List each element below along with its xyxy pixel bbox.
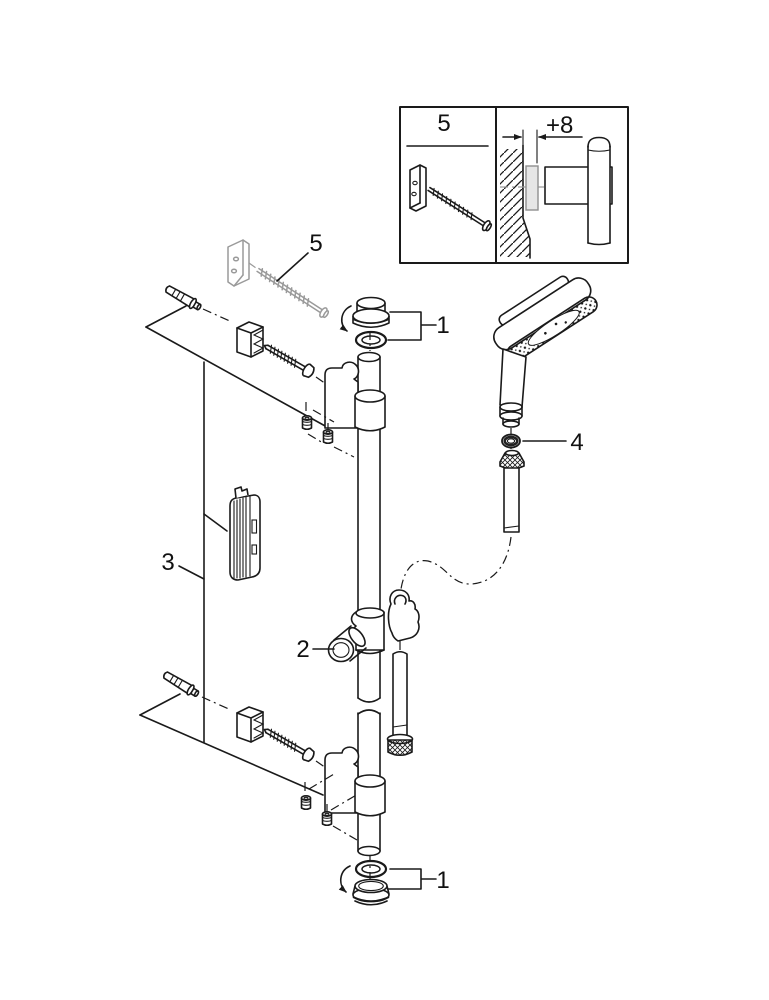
mounting-screw-top [260,339,317,380]
dimension-plus8: +8 [502,112,583,164]
long-screw-icon [427,186,493,232]
rail-section [587,136,611,246]
long-screw-gray [256,267,330,319]
axis-line [315,376,327,385]
axis-line [202,308,233,323]
hose-nut-upper [499,449,525,470]
part-number-2: 2 [296,636,309,663]
glider-assembly [327,607,385,663]
end-cap-top [352,296,390,329]
callout-3: 3 [161,513,228,580]
part-number-5: 5 [309,230,322,257]
holder-cradle [387,589,420,642]
axis-line [201,696,232,711]
hose-washer [501,433,521,449]
axis-line [248,262,257,269]
o-ring-bottom [354,859,388,879]
part-number-1-bottom: 1 [436,867,449,894]
callout-1-top: 1 [387,311,450,341]
part-number-4: 4 [570,429,583,456]
shower-hose-upper [503,467,520,533]
installation-inset: 5 + [399,106,629,264]
o-ring-top [354,330,388,350]
end-cap-bottom [352,878,390,906]
bracket-cover-sleeve [229,486,261,581]
part-number-3: 3 [161,549,174,576]
callout-4: 4 [522,429,584,456]
anchor-block-bottom [236,706,264,743]
shower-handle [499,348,527,408]
part-number-1-top: 1 [436,312,449,339]
spacer-plate [227,239,250,287]
anchor-block-top [236,321,264,358]
wall-section [500,144,531,259]
callout-5: 5 [276,230,323,282]
inset-border [399,106,629,264]
spacer-plate-mounted [525,165,539,211]
glider-knob [327,637,355,663]
axis-line [315,760,327,769]
flip-arrow-top [339,305,352,332]
spacer-plate-icon [409,164,427,212]
hand-shower [493,275,598,428]
set-screws-top [301,402,355,458]
inset-part-number: 5 [437,110,450,137]
callout-1-bottom: 1 [387,867,450,894]
mounting-screw-bottom [260,723,317,764]
hose-routing-line [399,536,512,606]
shower-hose-lower [386,650,414,757]
wall-plane-lines [139,305,328,796]
set-screws-bottom [300,773,359,841]
callout-2: 2 [296,636,335,663]
dimension-value: +8 [546,112,573,139]
flip-arrow-bottom [338,865,351,893]
wall-plug-bottom [160,668,202,700]
shower-head [493,275,598,362]
